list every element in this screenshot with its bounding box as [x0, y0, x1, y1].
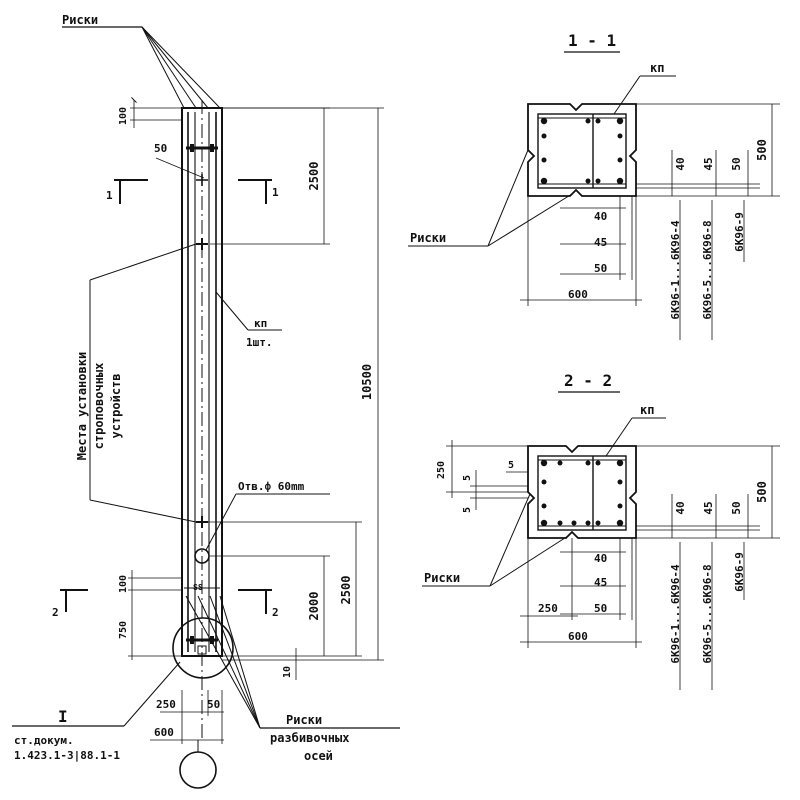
section-2-rebars	[540, 459, 624, 527]
svg-text:40: 40	[594, 552, 607, 565]
section-mark-1: 1 1	[106, 179, 279, 204]
svg-text:5: 5	[462, 507, 473, 513]
svg-text:500: 500	[755, 481, 769, 503]
svg-text:6К96-1...6К96-4: 6К96-1...6К96-4	[669, 220, 682, 320]
svg-text:100: 100	[118, 107, 129, 125]
svg-text:50: 50	[154, 142, 167, 155]
svg-text:разбивочных: разбивочных	[270, 731, 349, 745]
lifting-point-upper	[196, 238, 208, 250]
svg-text:2: 2	[52, 606, 59, 619]
kp-mark	[196, 174, 208, 186]
svg-text:40: 40	[674, 157, 687, 170]
svg-text:Отв.ф 60mm: Отв.ф 60mm	[238, 480, 305, 493]
svg-text:45: 45	[594, 576, 607, 589]
svg-text:50: 50	[594, 602, 607, 615]
svg-text:600: 600	[154, 726, 174, 739]
dim-250-50-600-bottom: 250 50 600	[150, 690, 224, 744]
svg-text:2000: 2000	[307, 592, 321, 621]
svg-text:750: 750	[118, 621, 129, 639]
svg-text:45: 45	[702, 501, 715, 514]
svg-text:600: 600	[568, 630, 588, 643]
svg-text:Места установки: Места установки	[75, 352, 89, 460]
column-elevation: ՏՏ	[172, 100, 234, 789]
svg-text:1.423.1-3|88.1-1: 1.423.1-3|88.1-1	[14, 749, 120, 762]
detail-circle-I	[172, 617, 234, 679]
svg-text:100: 100	[118, 575, 129, 593]
svg-text:устройств: устройств	[109, 373, 123, 438]
svg-text:1шт.: 1шт.	[246, 336, 273, 349]
section-2-2: 2 - 2 кп 250 5 5 5 Риски	[422, 371, 780, 690]
dim-50-top: 50	[154, 142, 205, 179]
svg-text:500: 500	[755, 139, 769, 161]
section-1-1: 1 - 1 кп Риски 40 45 50 500	[408, 31, 780, 340]
riski-top-callout: Риски	[62, 13, 221, 109]
svg-text:250: 250	[156, 698, 176, 711]
section-2-2-title: 2 - 2	[564, 371, 612, 390]
section-2-cage	[537, 455, 627, 531]
lifting-point-lower	[196, 516, 208, 528]
dim-2000-2500-bottom: 2000 2500 10	[208, 521, 362, 680]
svg-text:40: 40	[594, 210, 607, 223]
svg-text:строповочных: строповочных	[92, 363, 106, 450]
lifting-places-label: Места установки строповочных устройств	[75, 243, 197, 523]
svg-text:5: 5	[462, 475, 473, 481]
section-mark-2: 2 2	[52, 589, 279, 619]
svg-text:2500: 2500	[307, 162, 321, 191]
riski-bottom-label: Риски	[286, 713, 322, 727]
svg-text:10500: 10500	[360, 364, 374, 400]
kp-callout-elevation: кп 1шт.	[215, 291, 282, 349]
dim-2500-top: 2500	[210, 107, 330, 245]
svg-text:40: 40	[674, 501, 687, 514]
section-1-cage	[537, 113, 627, 189]
svg-text:45: 45	[702, 157, 715, 170]
dim-100-top: 100	[118, 97, 182, 128]
svg-text:6К96-5...6К96-8: 6К96-5...6К96-8	[701, 564, 714, 663]
svg-text:кп: кп	[254, 317, 267, 330]
svg-text:50: 50	[207, 698, 220, 711]
svg-text:6К96-9: 6К96-9	[733, 212, 746, 252]
svg-text:1: 1	[106, 189, 113, 202]
svg-text:6К96-5...6К96-8: 6К96-5...6К96-8	[701, 220, 714, 319]
svg-text:50: 50	[730, 157, 743, 170]
grid-axis-bubble	[179, 751, 217, 789]
dim-10500: 10500	[222, 107, 384, 661]
section-1-1-title: 1 - 1	[568, 31, 616, 50]
svg-text:Риски: Риски	[424, 571, 460, 585]
svg-text:10: 10	[282, 666, 293, 678]
svg-text:250: 250	[436, 461, 447, 479]
section-1-rebars	[540, 117, 624, 185]
svg-text:2: 2	[272, 606, 279, 619]
svg-text:кп: кп	[650, 61, 664, 75]
svg-text:1: 1	[272, 186, 279, 199]
hole-callout: Отв.ф 60mm	[205, 480, 330, 551]
hole-60mm	[194, 548, 210, 564]
svg-text:2500: 2500	[339, 576, 353, 605]
svg-text:кп: кп	[640, 403, 654, 417]
detail-reference: I ст.докум. 1.423.1-3|88.1-1	[12, 661, 181, 762]
svg-text:ст.докум.: ст.докум.	[14, 734, 74, 747]
svg-text:Риски: Риски	[410, 231, 446, 245]
dim-100-750-bottom: 100 750	[118, 570, 182, 660]
svg-text:осей: осей	[304, 749, 333, 763]
riski-bottom-callout: Риски разбивочных осей	[185, 595, 400, 763]
svg-text:6К96-1...6К96-4: 6К96-1...6К96-4	[669, 564, 682, 664]
riski-top-label: Риски	[62, 13, 98, 27]
svg-text:50: 50	[594, 262, 607, 275]
svg-text:45: 45	[594, 236, 607, 249]
svg-text:250: 250	[538, 602, 558, 615]
svg-text:5: 5	[508, 460, 514, 471]
svg-text:I: I	[58, 707, 68, 726]
svg-text:600: 600	[568, 288, 588, 301]
svg-text:6К96-9: 6К96-9	[733, 552, 746, 592]
svg-text:50: 50	[730, 501, 743, 514]
svg-text:ՏՏ: ՏՏ	[193, 583, 203, 592]
